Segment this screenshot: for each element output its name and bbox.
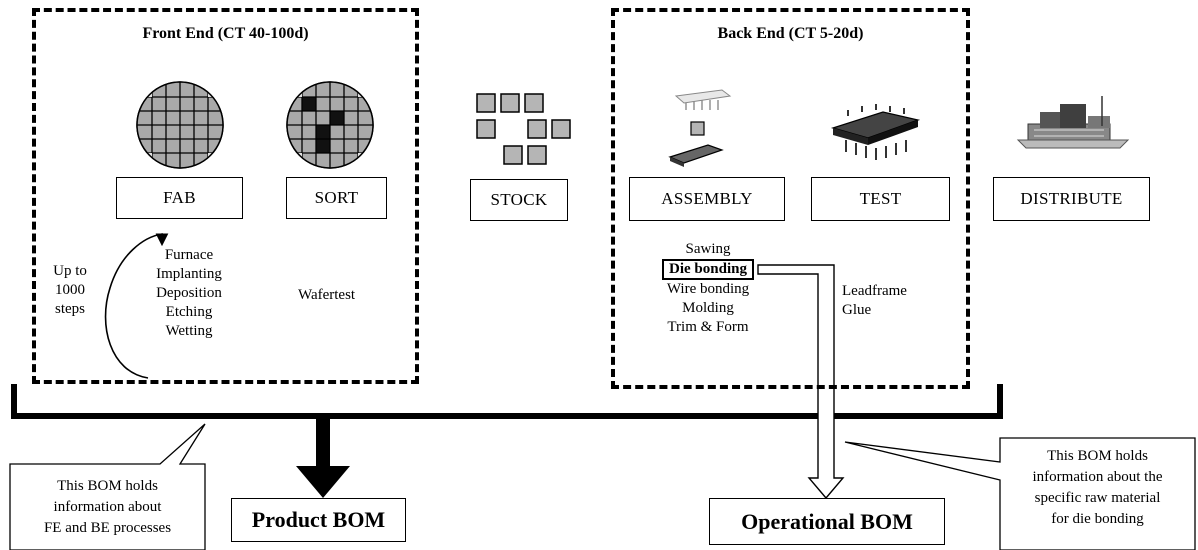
assembly-steps: Sawing Die bonding Wire bonding Molding …: [643, 240, 773, 337]
callout-line: This BOM holds: [1047, 448, 1148, 464]
assembly-step-highlighted: Die bonding: [662, 259, 754, 280]
callout-line: information about: [53, 499, 162, 515]
loop-note-line: Up to: [53, 263, 87, 279]
callout-line: This BOM holds: [57, 478, 158, 494]
loop-steps-note: Up to 1000 steps: [46, 262, 94, 319]
front-end-title: Front End (CT 40-100d): [142, 25, 309, 42]
material-item: Leadframe: [842, 283, 907, 299]
product-bom-arrow: [296, 418, 350, 498]
assembly-step: Molding: [682, 300, 734, 316]
callout-line: information about the: [1032, 469, 1163, 485]
callout-line: for die bonding: [1051, 511, 1144, 527]
stock-stage-box: STOCK: [470, 179, 568, 221]
assembly-step: Trim & Form: [667, 319, 749, 335]
bom-bracket-line: [11, 384, 1003, 419]
callout-line: specific raw material: [1034, 490, 1161, 506]
material-item: Glue: [842, 302, 872, 318]
loop-note-line: 1000: [55, 282, 85, 298]
fab-step: Wetting: [165, 323, 213, 339]
right-callout-text: This BOM holds information about the spe…: [1000, 446, 1195, 530]
die-bonding-materials: Leadframe Glue: [842, 282, 907, 320]
sort-stage-box: SORT: [286, 177, 387, 219]
distribute-stage-box: DISTRIBUTE: [993, 177, 1150, 221]
assembly-step: Sawing: [685, 241, 731, 257]
sort-step: Wafertest: [298, 287, 356, 303]
product-bom-box: Product BOM: [231, 498, 406, 542]
distribute-building-icon: [1016, 96, 1130, 149]
loop-note-line: steps: [55, 301, 85, 317]
test-stage-box: TEST: [811, 177, 950, 221]
fab-wafer-icon: [136, 81, 224, 169]
fab-process-steps: Furnace Implanting Deposition Etching We…: [134, 246, 244, 341]
fab-stage-box: FAB: [116, 177, 243, 219]
operational-bom-box: Operational BOM: [709, 498, 945, 545]
callout-line: FE and BE processes: [43, 520, 172, 536]
test-chip-icon: [830, 104, 921, 160]
assembly-stage-box: ASSEMBLY: [629, 177, 785, 221]
fab-step: Furnace: [164, 247, 214, 263]
sort-wafer-icon: [286, 81, 374, 169]
stock-dies-icon: [476, 93, 571, 165]
fab-step: Etching: [165, 304, 213, 320]
assembly-chip-icon: [668, 89, 732, 167]
front-end-group: [32, 8, 419, 384]
back-end-group: [611, 8, 970, 389]
back-end-title: Back End (CT 5-20d): [717, 25, 864, 42]
left-callout-text: This BOM holds information about FE and …: [10, 476, 205, 539]
loop-arrow: [104, 233, 169, 379]
fab-step: Deposition: [156, 285, 222, 301]
fab-step: Implanting: [156, 266, 222, 282]
assembly-step: Wire bonding: [666, 281, 750, 297]
operational-bom-arrow: [757, 264, 845, 500]
right-callout-balloon: [844, 437, 1196, 550]
left-callout-balloon: [9, 423, 206, 550]
